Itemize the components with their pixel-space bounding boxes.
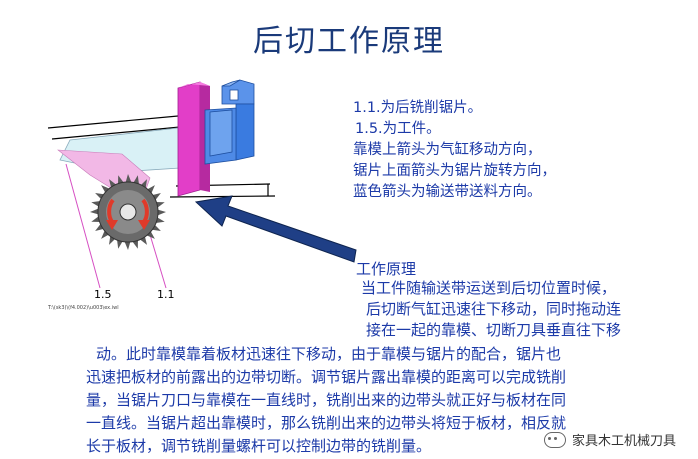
saw-tooth [101, 185, 111, 194]
principle-line: 当工件随输送带运送到后切位置时候， [361, 279, 617, 297]
principle-line: 后切断气缸迅速往下移动，同时拖动连 [366, 300, 622, 318]
diagram-caption: T:\(sk3)\(f4.002)\u003\ex.iwl [48, 305, 119, 311]
principle-heading: 工作原理 [356, 260, 417, 278]
saw-tooth [101, 229, 110, 239]
legend-notes: 1.1.为后铣削锯片。 1.5.为工件。 靠模上箭头为气缸移动方向， 锯片上面箭… [353, 98, 673, 203]
watermark: 家具木工机械刀具 [543, 430, 676, 449]
saw-blade [90, 174, 166, 250]
saw-tooth [125, 174, 132, 184]
saw-tooth [90, 208, 100, 215]
note-line: 1.5.为工件。 [355, 121, 441, 137]
label-saw: 1.1 [157, 288, 175, 301]
feed-arrow [194, 195, 357, 263]
principle-line: 接在一起的靠模、切断刀具垂直往下移 [366, 321, 622, 339]
label-leaders [65, 163, 167, 289]
cylinder-assembly [204, 79, 255, 165]
saw-tooth [146, 185, 155, 195]
note-line: 蓝色箭头为输送带送料方向。 [353, 184, 542, 200]
page-title: 后切工作原理 [253, 24, 445, 59]
principle-line: 迅速把板材的前露出的边带切断。调节锯片露出靠模的距离可以完成铣削 [86, 368, 567, 386]
principle-line: 动。此时靠模靠着板材迅速往下移动，由于靠模与锯片的配合，锯片也 [96, 345, 562, 363]
saw-tooth [156, 209, 166, 216]
saw-tooth [145, 230, 155, 239]
note-line: 锯片上面箭头为锯片旋转方向， [353, 163, 556, 179]
note-line: 1.1.为后铣削锯片。 [353, 100, 483, 116]
note-line: 靠模上箭头为气缸移动方向， [353, 142, 542, 158]
saw-tooth [124, 240, 131, 250]
watermark-text: 家具木工机械刀具 [571, 434, 676, 449]
principle-line: 一直线。当锯片超出靠模时，那么铣削出来的边带头将短于板材，相反就 [86, 414, 567, 432]
wechat-icon [543, 431, 566, 448]
principle-line: 长于板材，调节铣削量螺杆可以控制边带的铣削量。 [86, 437, 432, 455]
label-workpiece: 1.5 [94, 288, 112, 301]
principle-line: 量，当锯片刀口与靠模在一直线时，铣削出来的边带头就正好与板材在同 [86, 391, 567, 409]
